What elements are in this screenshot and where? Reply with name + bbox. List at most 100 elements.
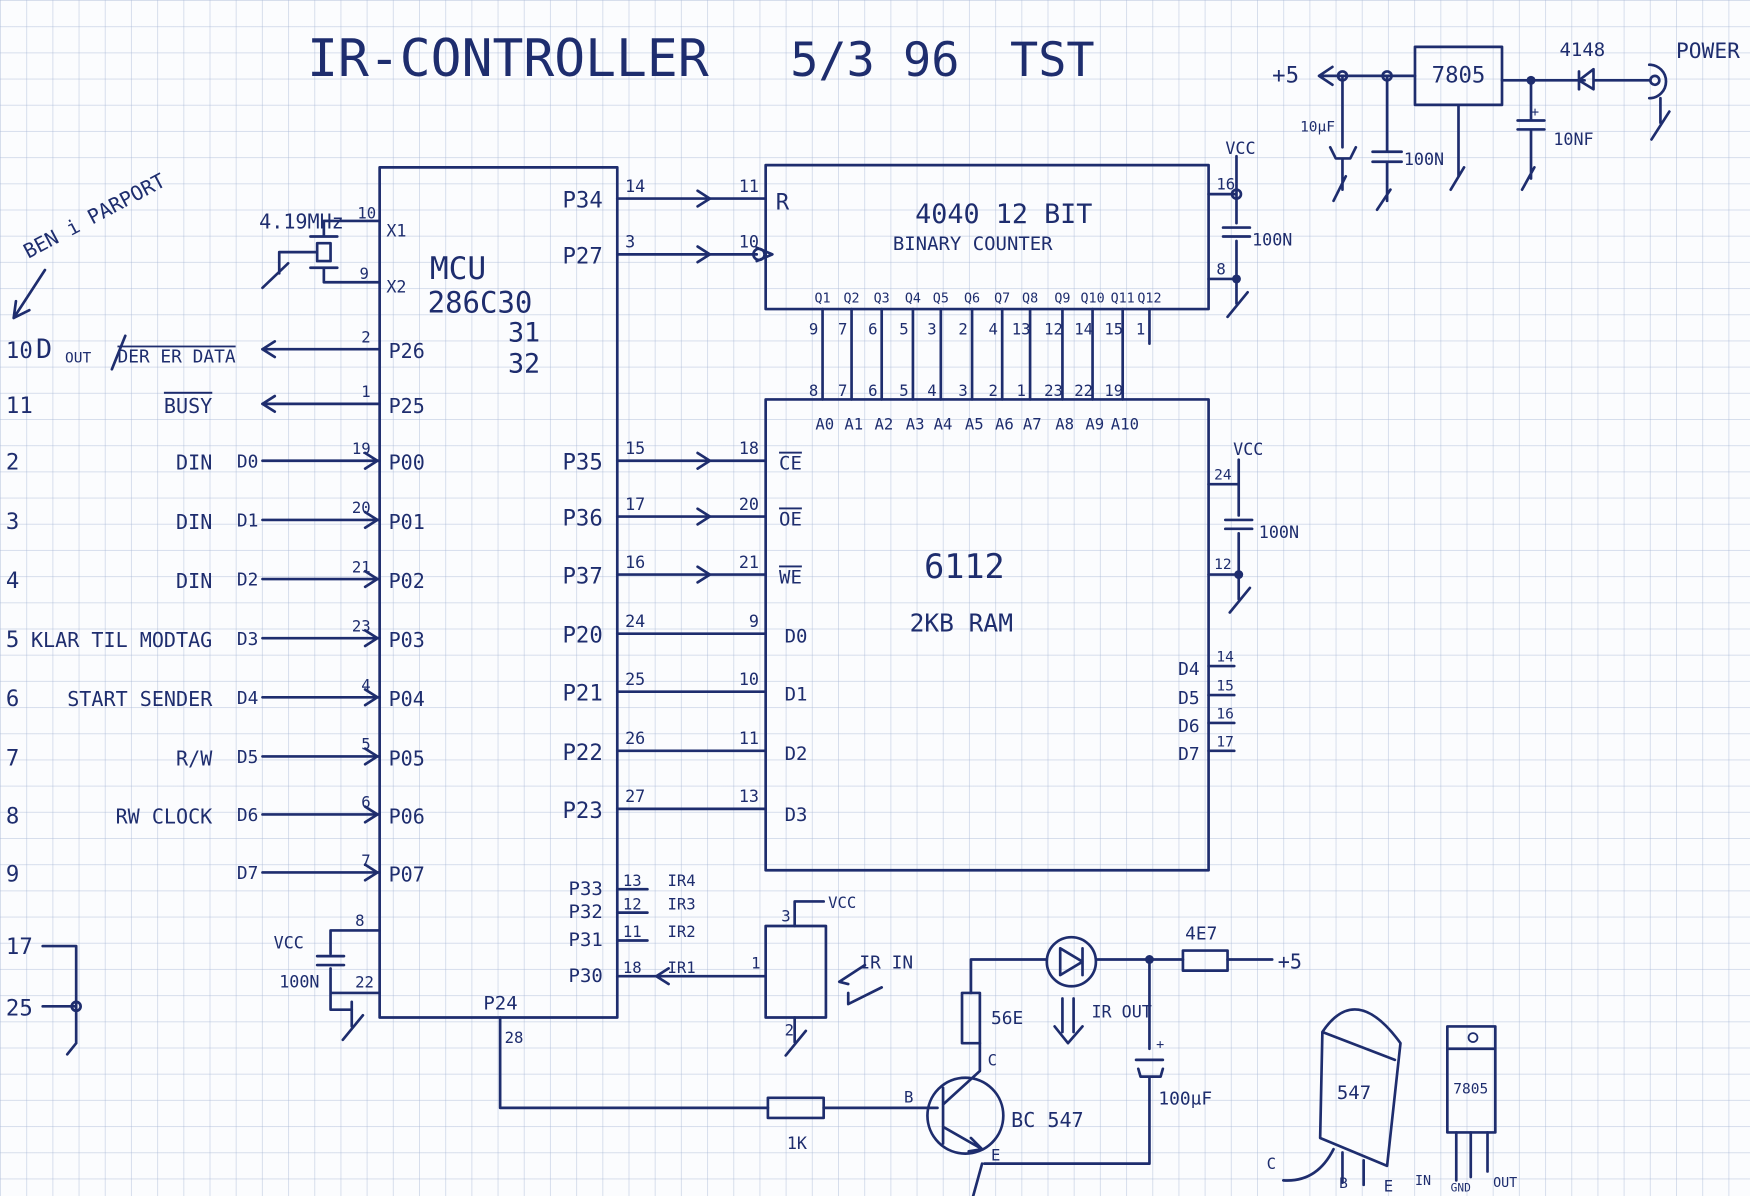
pin-number: 4 <box>989 321 998 339</box>
parport-pin: 4 <box>6 568 19 594</box>
counter-output-label: Q12 <box>1137 291 1161 306</box>
parport-data: D3 <box>237 629 259 650</box>
pin-label: P25 <box>389 394 425 418</box>
regulator-label: 7805 <box>1432 63 1486 89</box>
pin-number: 10 <box>739 232 759 252</box>
counter-power-wires <box>1207 154 1238 281</box>
pin-label: P20 <box>562 623 602 649</box>
pin-number: 2 <box>989 382 998 400</box>
parport-data: D5 <box>237 747 259 768</box>
data-label: D2 <box>785 743 808 765</box>
address-label: A5 <box>965 416 984 434</box>
cap-label: 100µF <box>1158 1089 1212 1110</box>
arrow-right-icon <box>696 189 712 208</box>
ir-led-icon <box>1045 935 1098 988</box>
cap-label: 10µF <box>1300 120 1335 136</box>
pin-number: 2 <box>785 1021 794 1039</box>
ground-symbol-icon <box>1226 277 1249 319</box>
mcu-variant: 31 <box>508 317 540 348</box>
pin-number: 1 <box>751 954 760 972</box>
pin-label: P23 <box>562 798 602 824</box>
slash <box>110 334 127 371</box>
supply-out-label: +5 <box>1272 63 1299 89</box>
pin-label: P36 <box>562 505 602 531</box>
mcu-part: 286C30 <box>428 285 533 319</box>
arrow-left-icon <box>261 394 277 414</box>
parport-ground-to: 25 <box>6 995 33 1021</box>
ram-power-wires <box>1207 458 1241 576</box>
ground-symbol-icon <box>1228 573 1252 614</box>
pin-number: 15 <box>1216 679 1233 695</box>
pin-label: P05 <box>389 746 425 770</box>
control-label: WE <box>779 566 802 588</box>
pin-number: 22 <box>1074 382 1093 400</box>
arrow-right-icon <box>363 451 379 470</box>
data-label: D6 <box>1178 716 1199 737</box>
pin-number: 25 <box>625 669 645 689</box>
package-to220-icon <box>1446 1025 1497 1134</box>
parport-name: BUSY <box>164 394 212 418</box>
cap-label: 100N <box>1252 229 1292 249</box>
parport-name: KLAR TIL MODTAG <box>31 628 212 652</box>
pin-label: B <box>904 1088 913 1106</box>
mcu-label: MCU <box>430 251 486 287</box>
counter-output-label: Q4 <box>905 291 921 306</box>
pin-number: 8 <box>355 912 364 930</box>
package-pin-label: OUT <box>1493 1176 1517 1191</box>
pin-number: 9 <box>809 321 818 339</box>
pin-number: 12 <box>1214 557 1231 573</box>
pin-number: 11 <box>623 923 642 941</box>
ground-symbol-icon <box>784 1016 808 1057</box>
package-pin-label: E <box>1384 1178 1393 1196</box>
pin-number: 6 <box>868 382 877 400</box>
package-label: 7805 <box>1453 1081 1488 1097</box>
package-label: 547 <box>1337 1082 1371 1104</box>
pin-number: 7 <box>838 382 847 400</box>
cap-10nf-wires <box>1500 78 1586 192</box>
power-jack-label: POWER <box>1676 38 1740 63</box>
transistor-bc547-icon <box>926 1076 1005 1155</box>
supply-rail <box>1317 65 1417 87</box>
mcu-decoupling-wires <box>329 929 381 1012</box>
pin-label: P30 <box>569 965 603 987</box>
pin-number: 12 <box>1044 321 1063 339</box>
capacitor-icon <box>315 954 346 967</box>
data-label: D5 <box>1178 688 1199 709</box>
crystal-ground-icon <box>261 250 319 290</box>
counter-output-label: Q1 <box>815 291 831 306</box>
pin-number: 23 <box>1044 382 1063 400</box>
pin-number: 13 <box>739 786 759 806</box>
power-jack-ground <box>1647 63 1671 141</box>
pin-label: X1 <box>386 221 406 241</box>
crystal-wires <box>309 219 381 284</box>
pin-number: 11 <box>739 176 759 196</box>
ir-in-label: IR IN <box>859 952 913 973</box>
pin-number: 3 <box>781 908 790 926</box>
pin-number: 4 <box>927 382 936 400</box>
pin-label: P02 <box>389 569 425 593</box>
pin-label: X2 <box>386 276 406 296</box>
pin-number: 1 <box>1016 382 1025 400</box>
arrow-right-icon <box>363 569 379 589</box>
cap-100n-icon <box>1371 74 1403 212</box>
ir-in-arrow-icon <box>837 963 884 1006</box>
data-label: D3 <box>785 804 808 826</box>
pin-number: 23 <box>352 617 371 635</box>
ir-led-diode <box>1058 946 1084 977</box>
cap-label: 10NF <box>1553 129 1593 149</box>
pin-label: P33 <box>569 878 603 900</box>
pin-number: 3 <box>927 321 936 339</box>
pin-number: 14 <box>1216 650 1234 666</box>
pin-number: 14 <box>625 176 645 196</box>
pin-number: 16 <box>1216 176 1235 194</box>
vcc-label: VCC <box>828 894 856 912</box>
ir-out-arrow-icon <box>1053 997 1084 1045</box>
parport-pin: 7 <box>6 745 19 771</box>
pin-number: 5 <box>899 321 908 339</box>
pin-number: 15 <box>625 438 645 458</box>
parport-pin: 8 <box>6 803 19 829</box>
address-label: A4 <box>934 416 953 434</box>
pin-number: 13 <box>623 872 642 890</box>
power-jack-icon <box>1649 74 1661 87</box>
